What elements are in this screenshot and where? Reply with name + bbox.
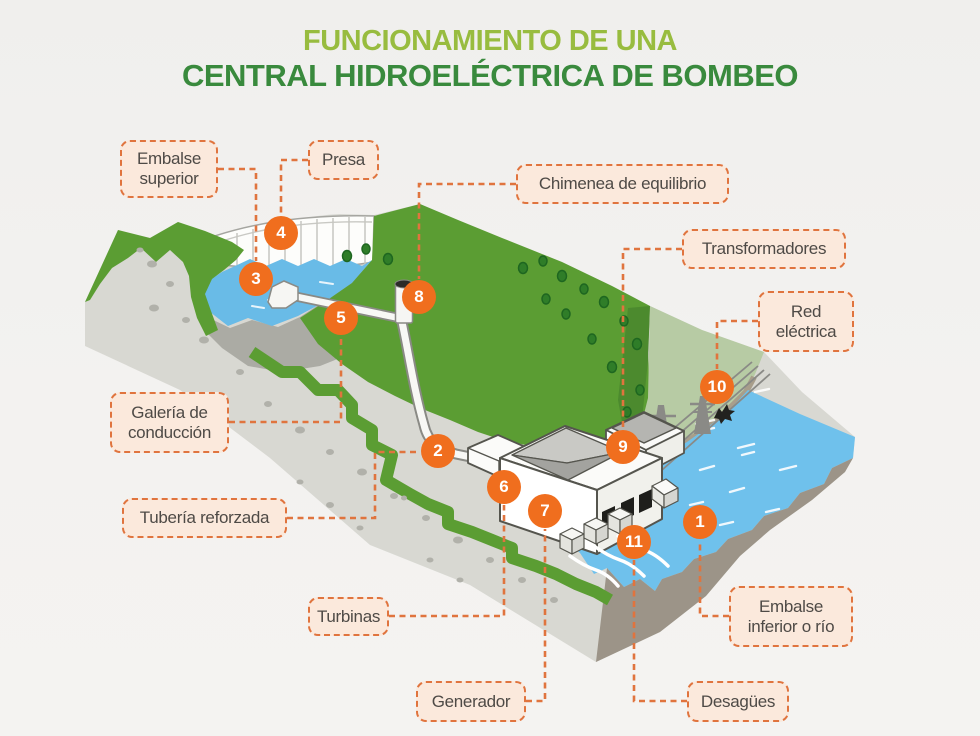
- marker-10-red-electrica: 10: [700, 370, 734, 404]
- marker-8-chimenea: 8: [402, 280, 436, 314]
- label-turbinas: Turbinas: [308, 597, 389, 636]
- marker-4-presa: 4: [264, 216, 298, 250]
- machine-hall: [499, 425, 663, 555]
- connector-tuberia: [287, 450, 420, 520]
- label-galeria-de-conduccion: Galería de conducción: [110, 392, 229, 453]
- label-generador: Generador: [416, 681, 526, 722]
- connector-embalse-superior: [218, 167, 258, 261]
- connector-presa: [279, 158, 308, 215]
- pylon: [690, 396, 715, 434]
- marker-1-embalse-inferior: 1: [683, 505, 717, 539]
- discharge-chute: [559, 527, 585, 555]
- label-tuberia-reforzada: Tubería reforzada: [122, 498, 287, 538]
- pebbles: [136, 247, 558, 603]
- marker-3-embalse-superior: 3: [239, 262, 273, 296]
- connector-desagues: [632, 560, 687, 703]
- label-chimenea-de-equilibrio: Chimenea de equilibrio: [516, 164, 729, 204]
- title-block: FUNCIONAMIENTO DE UNA CENTRAL HIDROELÉCT…: [0, 24, 980, 94]
- trees: [341, 243, 645, 418]
- marker-7-generador: 7: [528, 494, 562, 528]
- label-desagues: Desagües: [687, 681, 789, 722]
- marker-6-turbinas: 6: [487, 470, 521, 504]
- label-embalse-superior: Embalse superior: [120, 140, 218, 198]
- connector-galeria: [229, 336, 343, 424]
- title-line-1: FUNCIONAMIENTO DE UNA: [302, 25, 678, 57]
- label-red-electrica: Red eléctrica: [758, 291, 854, 352]
- label-transformadores: Transformadores: [682, 229, 846, 269]
- connector-turbinas: [389, 505, 506, 618]
- shore-rim: [596, 458, 853, 662]
- label-embalse-inferior-o-rio: Embalse inferior o río: [729, 586, 853, 647]
- label-presa: Presa: [308, 140, 379, 180]
- connector-chimenea: [417, 182, 516, 279]
- marker-2-tuberia: 2: [421, 434, 455, 468]
- marker-5-galeria: 5: [324, 301, 358, 335]
- title-line-2: CENTRAL HIDROELÉCTRICA DE BOMBEO: [181, 58, 799, 93]
- connector-red-electrica: [715, 319, 758, 369]
- pylon-silhouette: [714, 404, 735, 424]
- intake-structure: [267, 280, 299, 309]
- marker-11-desagues: 11: [617, 525, 651, 559]
- green-band: [248, 347, 613, 606]
- connectors: [218, 158, 758, 703]
- connector-transformadores: [621, 247, 682, 429]
- ridge-cap: [85, 222, 244, 336]
- powerhouse: [467, 411, 685, 588]
- corner-chute: [651, 478, 679, 509]
- marker-9-transformadores: 9: [606, 430, 640, 464]
